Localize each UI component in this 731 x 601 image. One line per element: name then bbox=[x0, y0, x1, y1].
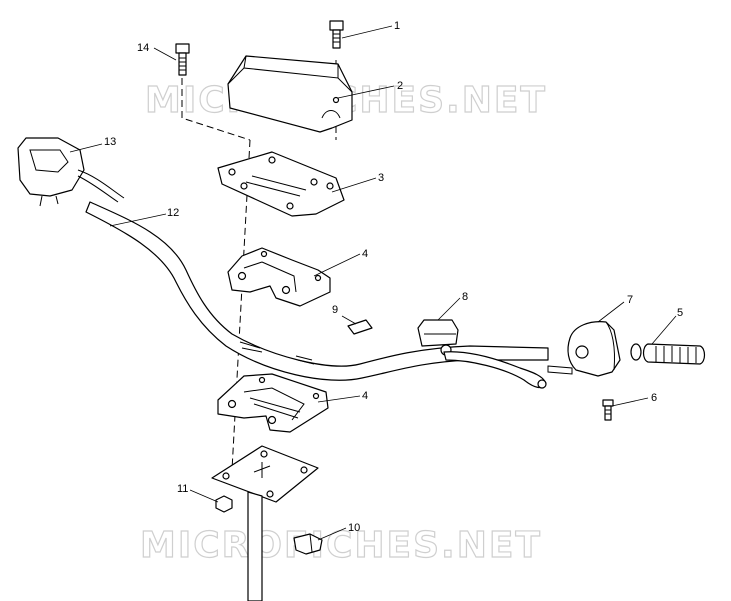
callout-9: 9 bbox=[332, 304, 338, 316]
brake-lever-8 bbox=[417, 319, 547, 389]
handlebar-clamp-upper-4 bbox=[227, 247, 331, 307]
screw-6 bbox=[602, 399, 614, 421]
mounting-plate-3 bbox=[217, 151, 345, 217]
callout-4b: 4 bbox=[362, 390, 368, 402]
callout-14: 14 bbox=[137, 42, 149, 54]
callout-1: 1 bbox=[394, 20, 400, 32]
handlebar-cover-2 bbox=[227, 55, 353, 133]
callout-2: 2 bbox=[397, 80, 403, 92]
callout-11: 11 bbox=[177, 483, 188, 495]
callout-13: 13 bbox=[104, 136, 116, 148]
callout-3: 3 bbox=[378, 172, 384, 184]
callout-6: 6 bbox=[651, 392, 657, 404]
center-line-bolt14 bbox=[181, 78, 251, 141]
callout-7: 7 bbox=[627, 294, 633, 306]
callout-labels: 1 2 3 4 4 5 6 7 8 9 10 11 12 13 14 bbox=[104, 20, 683, 534]
callout-8: 8 bbox=[462, 291, 468, 303]
handlebar-clamp-lower-4 bbox=[217, 373, 329, 433]
callout-5: 5 bbox=[677, 307, 683, 319]
nut-11 bbox=[215, 495, 233, 513]
left-switch-13 bbox=[17, 137, 125, 207]
throttle-housing-7 bbox=[547, 321, 621, 377]
callout-12: 12 bbox=[167, 207, 179, 219]
leader-lines bbox=[69, 25, 677, 541]
handlebar-12 bbox=[85, 201, 549, 381]
clip-10 bbox=[293, 533, 323, 555]
mount-plate-bottom bbox=[211, 445, 319, 503]
watermark-bottom: MICROFICHES.NET bbox=[140, 525, 542, 566]
handle-grip-5 bbox=[630, 343, 706, 365]
callout-4a: 4 bbox=[362, 248, 368, 260]
bolt-14 bbox=[175, 43, 190, 76]
bolt-1 bbox=[329, 20, 344, 49]
callout-10: 10 bbox=[348, 522, 360, 534]
steering-post bbox=[247, 491, 263, 601]
band-9 bbox=[347, 319, 373, 335]
